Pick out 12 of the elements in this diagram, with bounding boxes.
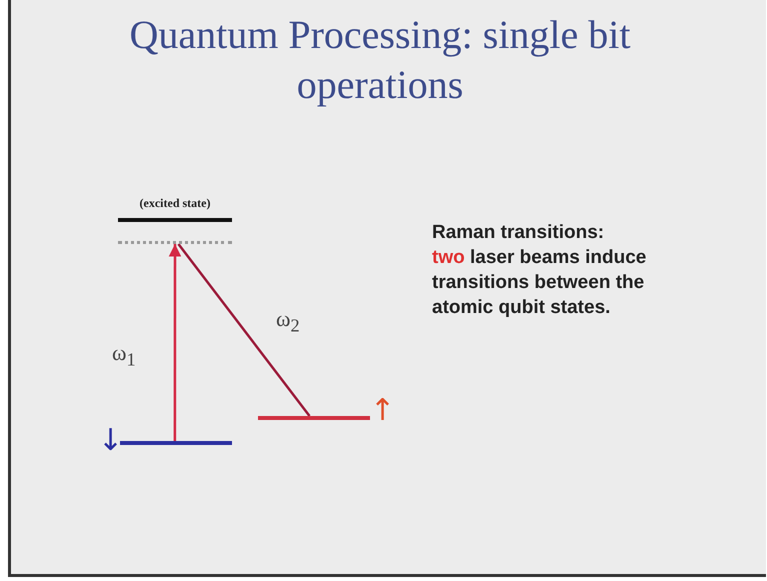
laser-beam-arrow: [168, 244, 182, 441]
frequency-label: ω$_{1}$: [112, 340, 136, 370]
spin-arrow-symbol: ↓: [98, 426, 124, 456]
note-text: Raman transitions:: [432, 221, 606, 245]
spin-arrow-symbol: ↑: [370, 396, 396, 426]
energy-level: [258, 416, 370, 420]
virtual-level: [118, 241, 232, 244]
level-label: (excited state): [138, 195, 212, 212]
frequency-label: ω$_{2}$: [276, 306, 300, 336]
note-text: two laser beams induce transitions between the atomic qubit states.: [432, 246, 648, 320]
energy-level: [120, 441, 232, 445]
slide-title: Quantum Processing: single bit operations: [128, 11, 632, 109]
